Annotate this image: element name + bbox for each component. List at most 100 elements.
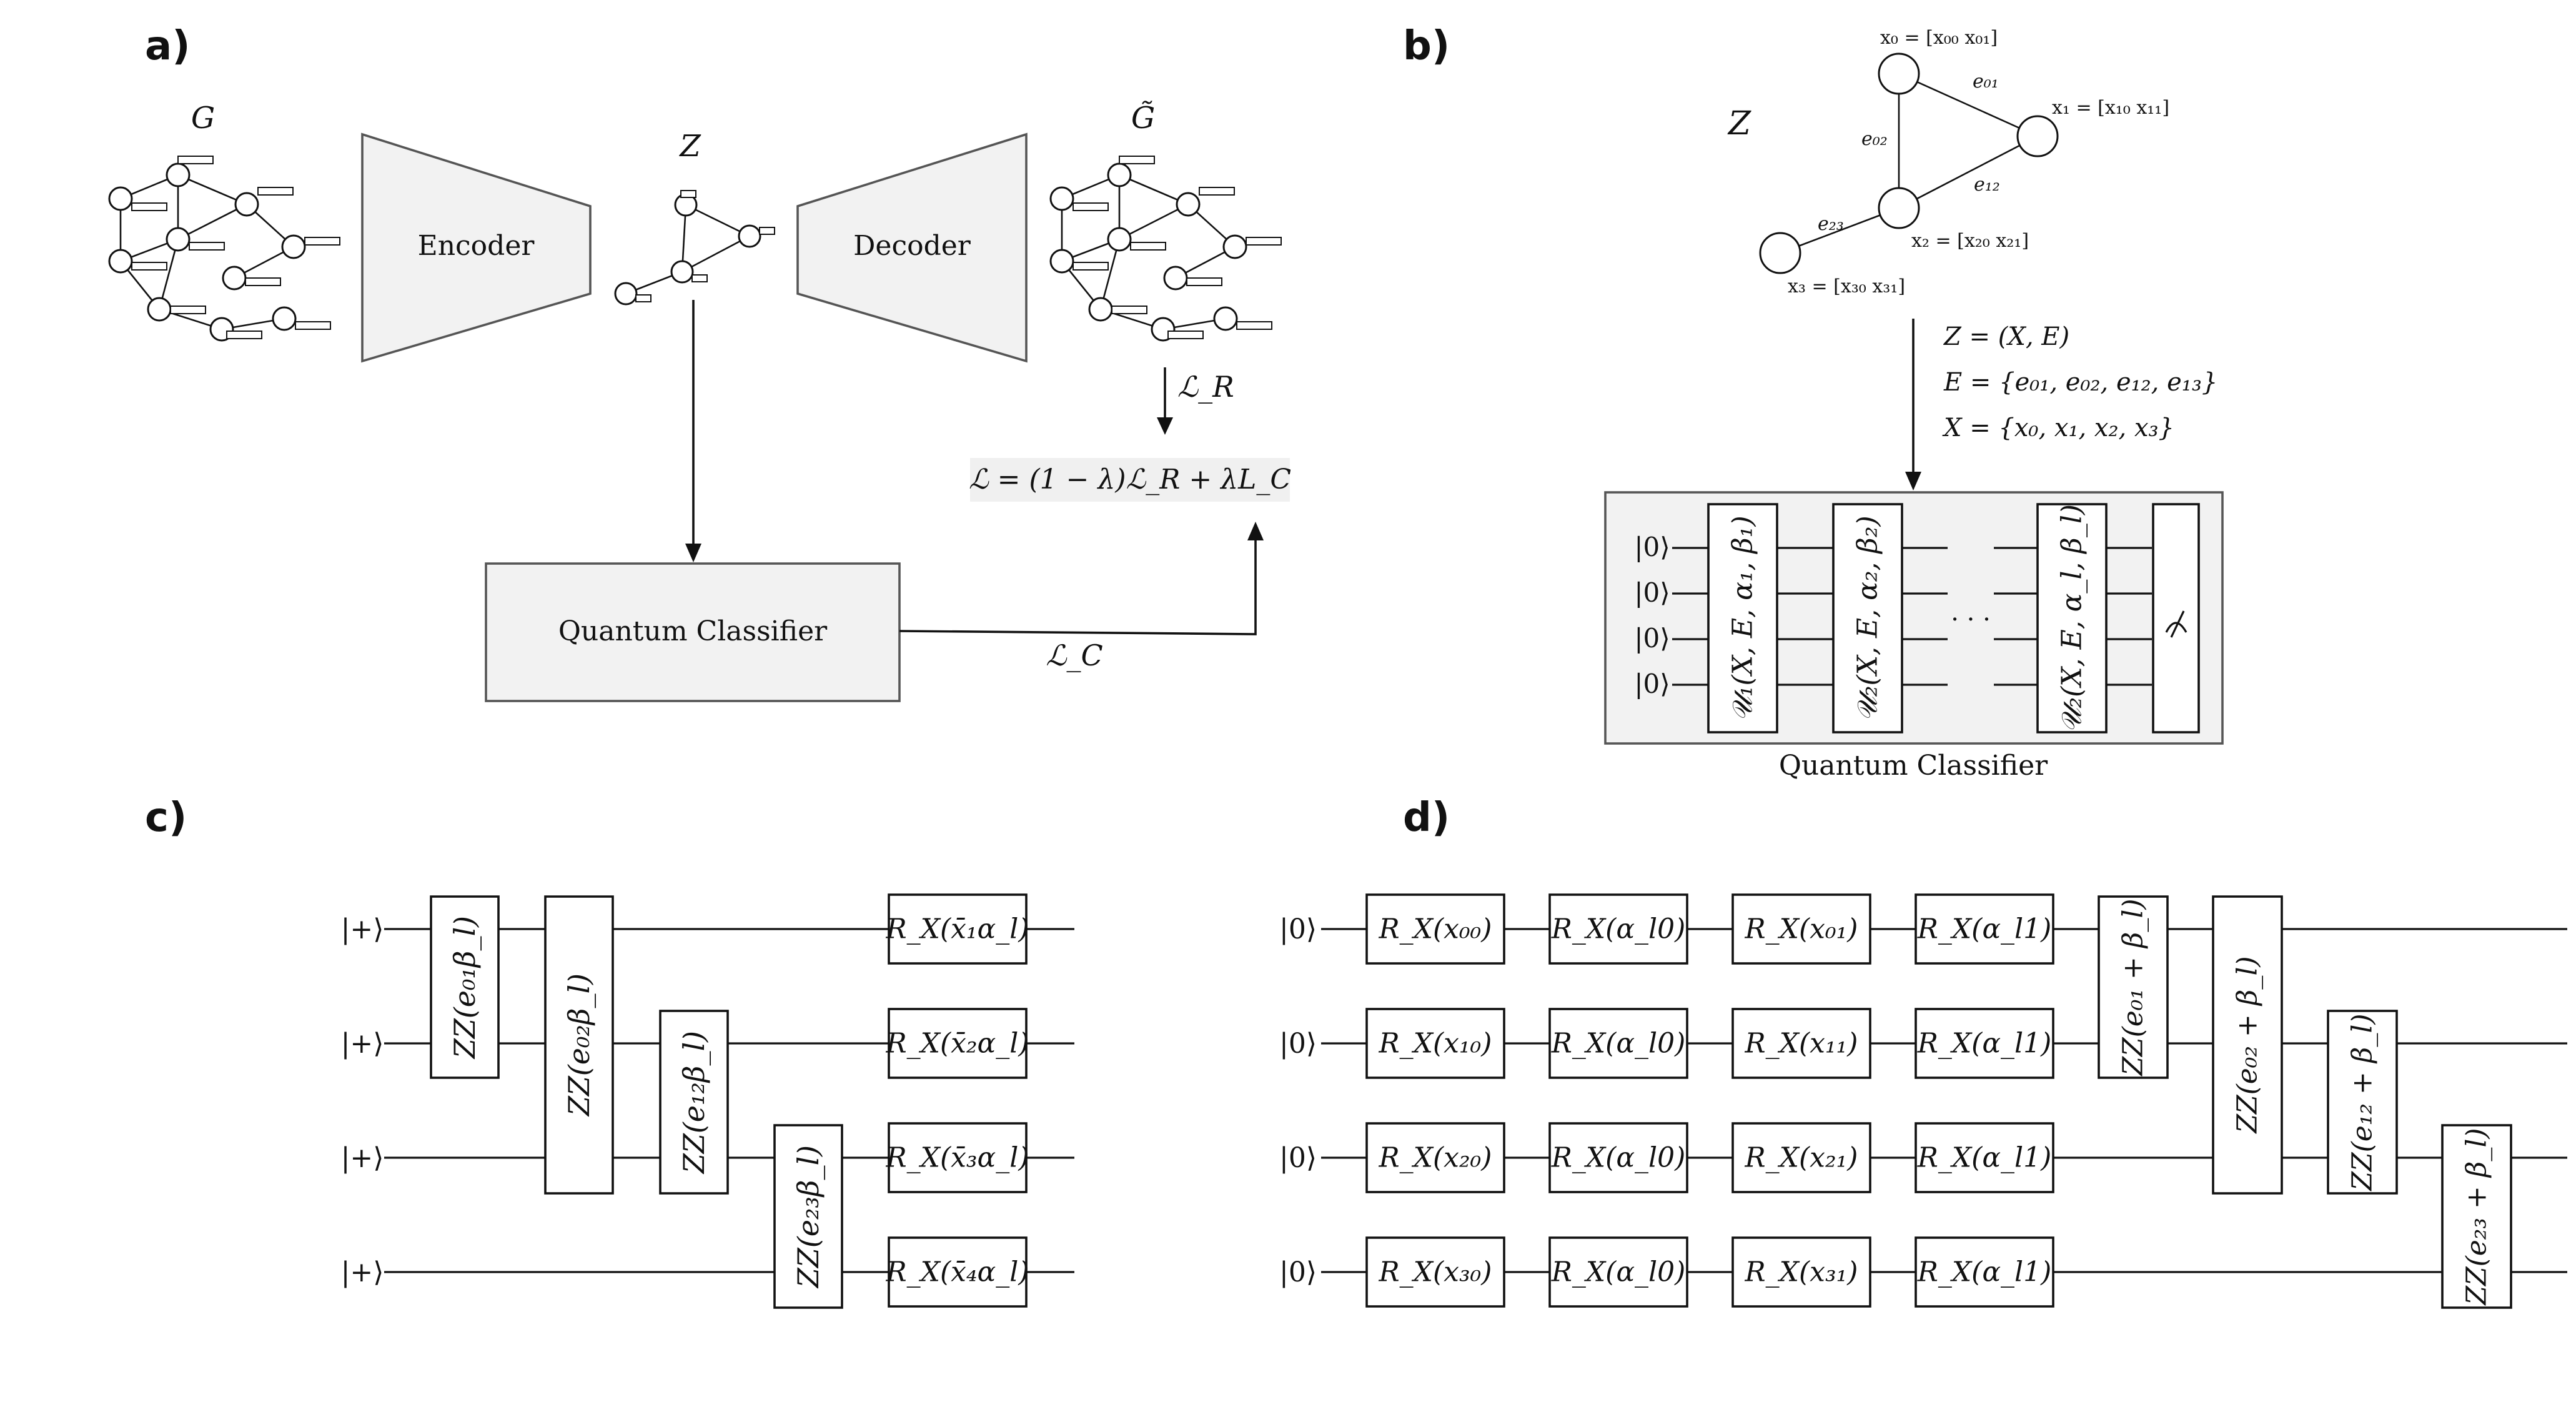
rx-gate-d-r3-c4 <box>1915 1122 2054 1193</box>
rx-gate-d-r1-c2 <box>1548 893 1688 965</box>
rx-gate-d-label: R_X(x₂₁) <box>1745 1142 1858 1174</box>
input-graph <box>108 156 340 342</box>
rx-gate-d-r1-c1 <box>1365 893 1505 965</box>
class-loss-arrow <box>899 540 1257 635</box>
rx-gate-d-r2-c1 <box>1365 1008 1505 1079</box>
node-label-x3: x₃ = [x₃₀ x₃₁] <box>1788 276 1905 297</box>
recon-loss-label: ℒ_R <box>1177 370 1234 404</box>
layer-gate-l <box>2036 503 2108 733</box>
ket-b-2: |0⟩ <box>1634 577 1670 608</box>
zz-gate-c-e01 <box>430 895 500 1079</box>
rx-gate-d-label: R_X(x₂₀) <box>1379 1142 1492 1174</box>
panel-b: Z x₀ = [x₀₀ x₀₁] x₁ = [x₁₀ x₁₁] x₂ = [x₂… <box>1604 27 2224 782</box>
rx-gate-c-2-label: R_X(x̄₂α_l) <box>885 1028 1029 1060</box>
layer-gate-2-label: 𝒰₂(X, E, α₂, β₂) <box>1852 515 1884 721</box>
layer-ellipsis: · · · <box>1951 605 1991 634</box>
rx-gate-c-2 <box>888 1008 1028 1079</box>
ket-d-1: |0⟩ <box>1279 913 1317 945</box>
layer-gate-2 <box>1832 503 1903 733</box>
total-loss-box <box>970 458 1290 502</box>
equation-z: Z = (X, E) <box>1943 322 2069 351</box>
edge-label-e01: e₀₁ <box>1973 71 1999 92</box>
equation-x: X = {x₀, x₁, x₂, x₃} <box>1942 414 2174 442</box>
zz-gate-d-e12-label: ZZ(e₁₂ + β_l) <box>2347 1013 2379 1191</box>
rx-gate-d-label: R_X(x₁₀) <box>1379 1028 1492 1060</box>
rx-gate-d-label: R_X(α_l0) <box>1551 1256 1686 1288</box>
rx-gate-d-label: R_X(α_l1) <box>1917 1028 2052 1060</box>
rx-gate-d-r3-c1 <box>1365 1122 1505 1193</box>
zz-gate-d-e02-label: ZZ(e₀₂ + β_l) <box>2232 956 2264 1134</box>
decoder-block <box>796 132 1028 363</box>
zz-gate-c-e01-label: ZZ(e₀₁β_l) <box>448 916 482 1060</box>
panel-a: G <box>108 99 1291 702</box>
reconstructed-graph <box>1049 156 1282 342</box>
rx-gate-d-label: R_X(x₀₁) <box>1745 913 1858 945</box>
zz-gate-d-e23-label: ZZ(e₂₃ + β_l) <box>2461 1128 2493 1306</box>
edge-label-e02: e₀₂ <box>1861 128 1888 150</box>
zz-gate-c-e23-label: ZZ(e₂₃β_l) <box>791 1145 825 1289</box>
zz-gate-d-e01-label: ZZ(e₀₁ + β_l) <box>2118 898 2149 1076</box>
z-label: Z <box>1727 105 1751 142</box>
quantum-classifier-box <box>485 562 901 702</box>
zz-gate-c-e12 <box>659 1010 729 1195</box>
measurement-meter-icon <box>2165 610 2187 638</box>
latent-graph <box>614 190 775 306</box>
ket-b-4: |0⟩ <box>1634 669 1670 699</box>
rx-gate-c-4-label: R_X(x̄₄α_l) <box>885 1256 1029 1288</box>
input-graph-label: G <box>191 101 215 136</box>
encoder-block <box>361 132 592 363</box>
measurement-gate <box>2152 503 2200 733</box>
zz-gate-c-e02-label: ZZ(e₀₂β_l) <box>562 973 596 1117</box>
ket-c-3: |+⟩ <box>341 1142 384 1174</box>
ket-c-4: |+⟩ <box>341 1256 384 1288</box>
layer-gate-1-label: 𝒰₁(X, E, α₁, β₁) <box>1727 515 1759 721</box>
quantum-classifier-label: Quantum Classifier <box>558 615 828 647</box>
rx-gate-d-r2-c4 <box>1915 1008 2054 1079</box>
class-loss-label: ℒ_C <box>1046 639 1102 672</box>
ket-b-3: |0⟩ <box>1634 623 1670 654</box>
classifier-caption: Quantum Classifier <box>1779 750 2048 782</box>
rx-gate-c-1-label: R_X(x̄₁α_l) <box>885 913 1029 945</box>
zz-gate-c-e02 <box>544 895 614 1195</box>
panel-label-d: d) <box>1403 795 1450 841</box>
classifier-circuit-box <box>1604 491 2224 745</box>
total-loss-equation: ℒ = (1 − λ)ℒ_R + λL_C <box>969 464 1291 495</box>
rx-gate-d-r4-c1 <box>1365 1236 1505 1308</box>
equation-e: E = {e₀₁, e₀₂, e₁₂, e₁₃} <box>1943 368 2217 397</box>
panel-d: |0⟩ |0⟩ |0⟩ |0⟩ R_X(x₀₀) R_X(α_l0) R_X(x… <box>1279 893 2567 1309</box>
ket-d-4: |0⟩ <box>1279 1256 1317 1288</box>
zz-gate-d-e12 <box>2327 1010 2398 1195</box>
layer-gate-1 <box>1707 503 1778 733</box>
rx-gate-d-r3-c3 <box>1731 1122 1871 1193</box>
rx-gate-d-r1-c3 <box>1731 893 1871 965</box>
panel-label-c: c) <box>145 795 187 841</box>
rx-gate-d-label: R_X(x₁₁) <box>1745 1028 1858 1060</box>
ket-d-3: |0⟩ <box>1279 1142 1317 1174</box>
rx-gate-c-4 <box>888 1236 1028 1308</box>
rx-gate-d-r4-c4 <box>1915 1236 2054 1308</box>
rx-gate-c-1 <box>888 893 1028 965</box>
ket-c-1: |+⟩ <box>341 913 384 945</box>
rx-gate-d-label: R_X(x₀₀) <box>1379 913 1492 945</box>
rx-gate-d-r4-c2 <box>1548 1236 1688 1308</box>
rx-gate-d-label: R_X(α_l1) <box>1917 1142 2052 1174</box>
encoder-label: Encoder <box>418 230 535 262</box>
zz-gate-c-e23 <box>773 1124 843 1309</box>
rx-gate-d-r1-c4 <box>1915 893 2054 965</box>
rx-gate-d-label: R_X(α_l0) <box>1551 1028 1686 1060</box>
rx-gate-d-label: R_X(α_l0) <box>1551 1142 1686 1174</box>
panel-c: |+⟩ |+⟩ |+⟩ |+⟩ ZZ(e₀₁β_l) ZZ(e₀₂β_l) ZZ… <box>341 893 1074 1309</box>
rx-gate-d-label: R_X(x₃₀) <box>1379 1256 1492 1288</box>
rx-gate-d-r2-c2 <box>1548 1008 1688 1079</box>
ket-b-1: |0⟩ <box>1634 532 1670 562</box>
node-label-x1: x₁ = [x₁₀ x₁₁] <box>2052 97 2169 119</box>
zz-gate-d-e23 <box>2441 1124 2512 1309</box>
panel-label-b: b) <box>1403 23 1450 69</box>
zz-gate-c-e12-label: ZZ(e₁₂β_l) <box>677 1031 711 1175</box>
zz-gate-d-e01 <box>2098 895 2169 1079</box>
layer-gate-l-label: 𝒰₂(X, E, α_l, β_l) <box>2056 504 2088 733</box>
decoder-label: Decoder <box>853 230 971 262</box>
edge-label-e12: e₁₂ <box>1974 174 2000 196</box>
rx-gate-d-label: R_X(α_l1) <box>1917 913 2052 945</box>
ket-d-2: |0⟩ <box>1279 1028 1317 1060</box>
